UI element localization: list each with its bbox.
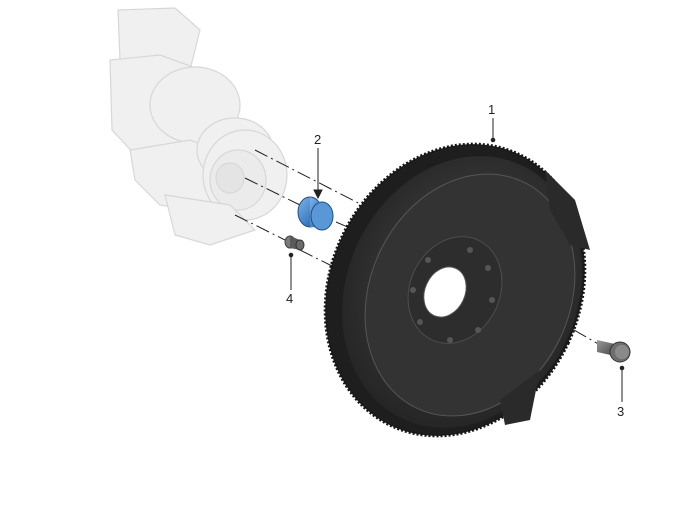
flywheel-bolt: [597, 340, 631, 363]
flywheel-bolt-holes: [410, 247, 495, 343]
callout-1-flywheel: 1: [488, 102, 496, 117]
callout-leaders: [288, 118, 625, 402]
callout-2-bushing: 2: [314, 132, 322, 147]
flywheel: [323, 142, 590, 438]
bushing: [297, 196, 334, 231]
crankshaft-ghost: [109, 7, 288, 246]
callout-3-bolt: 3: [617, 404, 625, 419]
callout-4-dowel-pin: 4: [286, 291, 294, 306]
dowel-pin: [284, 235, 305, 251]
